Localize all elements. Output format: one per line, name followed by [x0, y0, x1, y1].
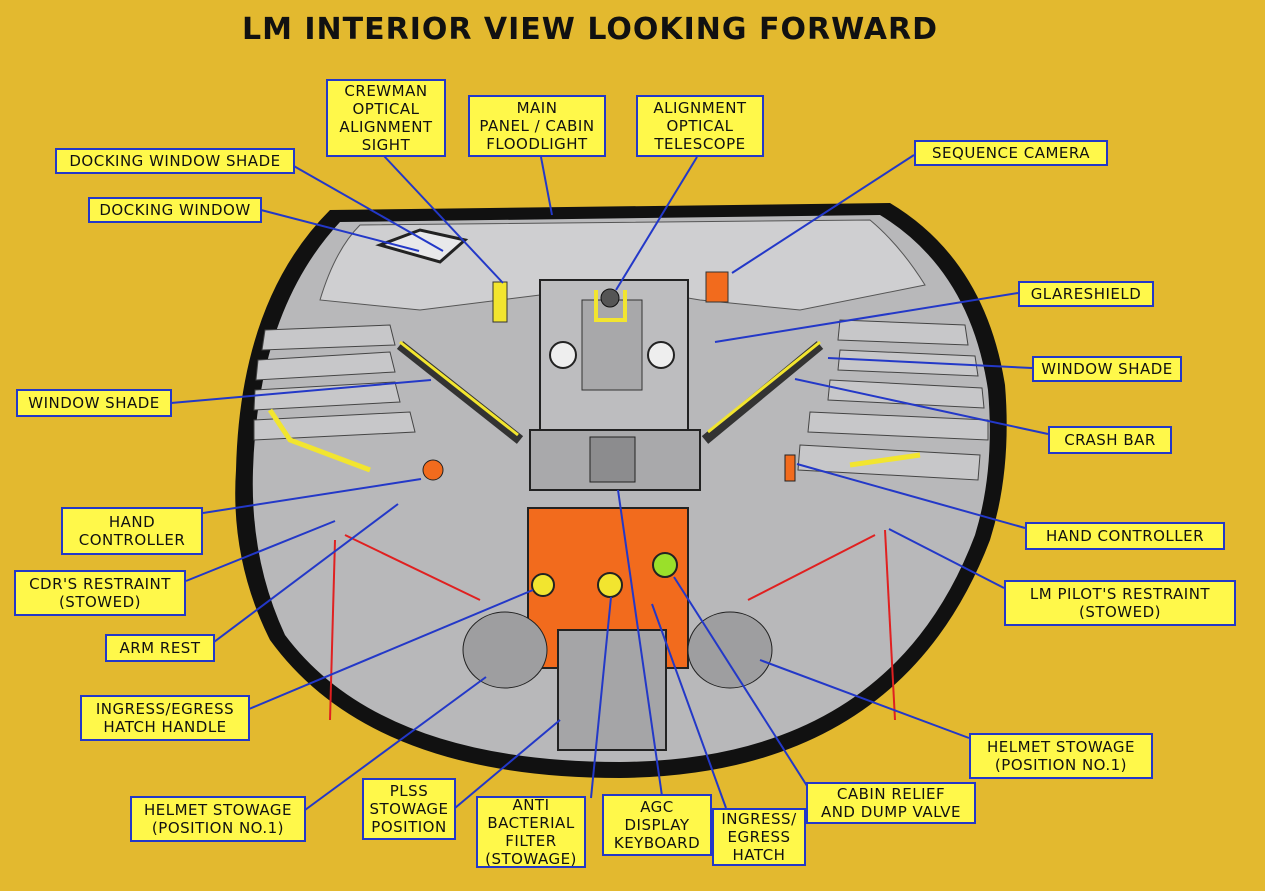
sequence-camera	[705, 271, 729, 303]
label-sequence-camera: SEQUENCE CAMERA	[914, 140, 1108, 166]
main-panel-switch-block	[581, 299, 643, 391]
plss-stowage	[557, 629, 667, 751]
right-hand-controller	[784, 454, 796, 482]
right-crash-bar	[849, 452, 921, 468]
label-crash-bar: CRASH BAR	[1048, 426, 1172, 454]
abf-filter	[597, 572, 623, 598]
left-crash-bar	[267, 408, 371, 473]
label-lm-pilot-restraint: LM PILOT'S RESTRAINT (STOWED)	[1004, 580, 1236, 626]
diagram-title: LM INTERIOR VIEW LOOKING FORWARD	[241, 12, 939, 47]
label-glareshield: GLARESHIELD	[1018, 281, 1154, 307]
main-panel-gauge-right	[647, 341, 675, 369]
label-cdr-restraint: CDR'S RESTRAINT (STOWED)	[14, 570, 186, 616]
label-helmet-stowage-right: HELMET STOWAGE (POSITION NO.1)	[969, 733, 1153, 779]
label-ingress-egress-hatch: INGRESS/ EGRESS HATCH	[712, 808, 806, 866]
label-cabin-relief-dump-valve: CABIN RELIEF AND DUMP VALVE	[806, 782, 976, 824]
label-anti-bacterial-filter: ANTI BACTERIAL FILTER (STOWAGE)	[476, 796, 586, 868]
left-window-shade	[399, 340, 519, 437]
left-hand-controller	[422, 459, 444, 481]
label-window-shade-left: WINDOW SHADE	[16, 389, 172, 417]
label-main-panel-cabin-floodlight: MAIN PANEL / CABIN FLOODLIGHT	[468, 95, 606, 157]
left-helmet	[462, 611, 548, 689]
right-side-panels	[797, 319, 989, 481]
label-ingress-egress-hatch-handle: INGRESS/EGRESS HATCH HANDLE	[80, 695, 250, 741]
left-window-frame	[396, 341, 524, 444]
coas	[492, 281, 508, 323]
label-plss-stowage-position: PLSS STOWAGE POSITION	[362, 778, 456, 840]
right-helmet	[687, 611, 773, 689]
label-crewman-optical-alignment-sight: CREWMAN OPTICAL ALIGNMENT SIGHT	[326, 79, 446, 157]
label-hand-controller-right: HAND CONTROLLER	[1025, 522, 1225, 550]
right-window-frame	[701, 341, 824, 444]
label-window-shade-right: WINDOW SHADE	[1032, 356, 1182, 382]
main-panel-gauge-left	[549, 341, 577, 369]
leader-lines	[170, 154, 1049, 811]
label-docking-window: DOCKING WINDOW	[88, 197, 262, 223]
label-docking-window-shade: DOCKING WINDOW SHADE	[55, 148, 295, 174]
label-alignment-optical-telescope: ALIGNMENT OPTICAL TELESCOPE	[636, 95, 764, 157]
left-side-panels	[253, 324, 416, 441]
cabin-relief-valve	[652, 552, 678, 578]
label-helmet-stowage-left: HELMET STOWAGE (POSITION NO.1)	[130, 796, 306, 842]
restraints	[329, 529, 896, 721]
label-arm-rest: ARM REST	[105, 634, 215, 662]
alignment-telescope-eyepiece	[600, 288, 620, 308]
label-agc-display-keyboard: AGC DISPLAY KEYBOARD	[602, 794, 712, 856]
label-hand-controller-left: HAND CONTROLLER	[61, 507, 203, 555]
alignment-telescope-yoke	[594, 290, 627, 322]
right-window-shade	[707, 340, 821, 434]
docking-window	[375, 228, 469, 264]
agc-dsky	[589, 436, 636, 483]
hatch-handle	[531, 573, 555, 597]
